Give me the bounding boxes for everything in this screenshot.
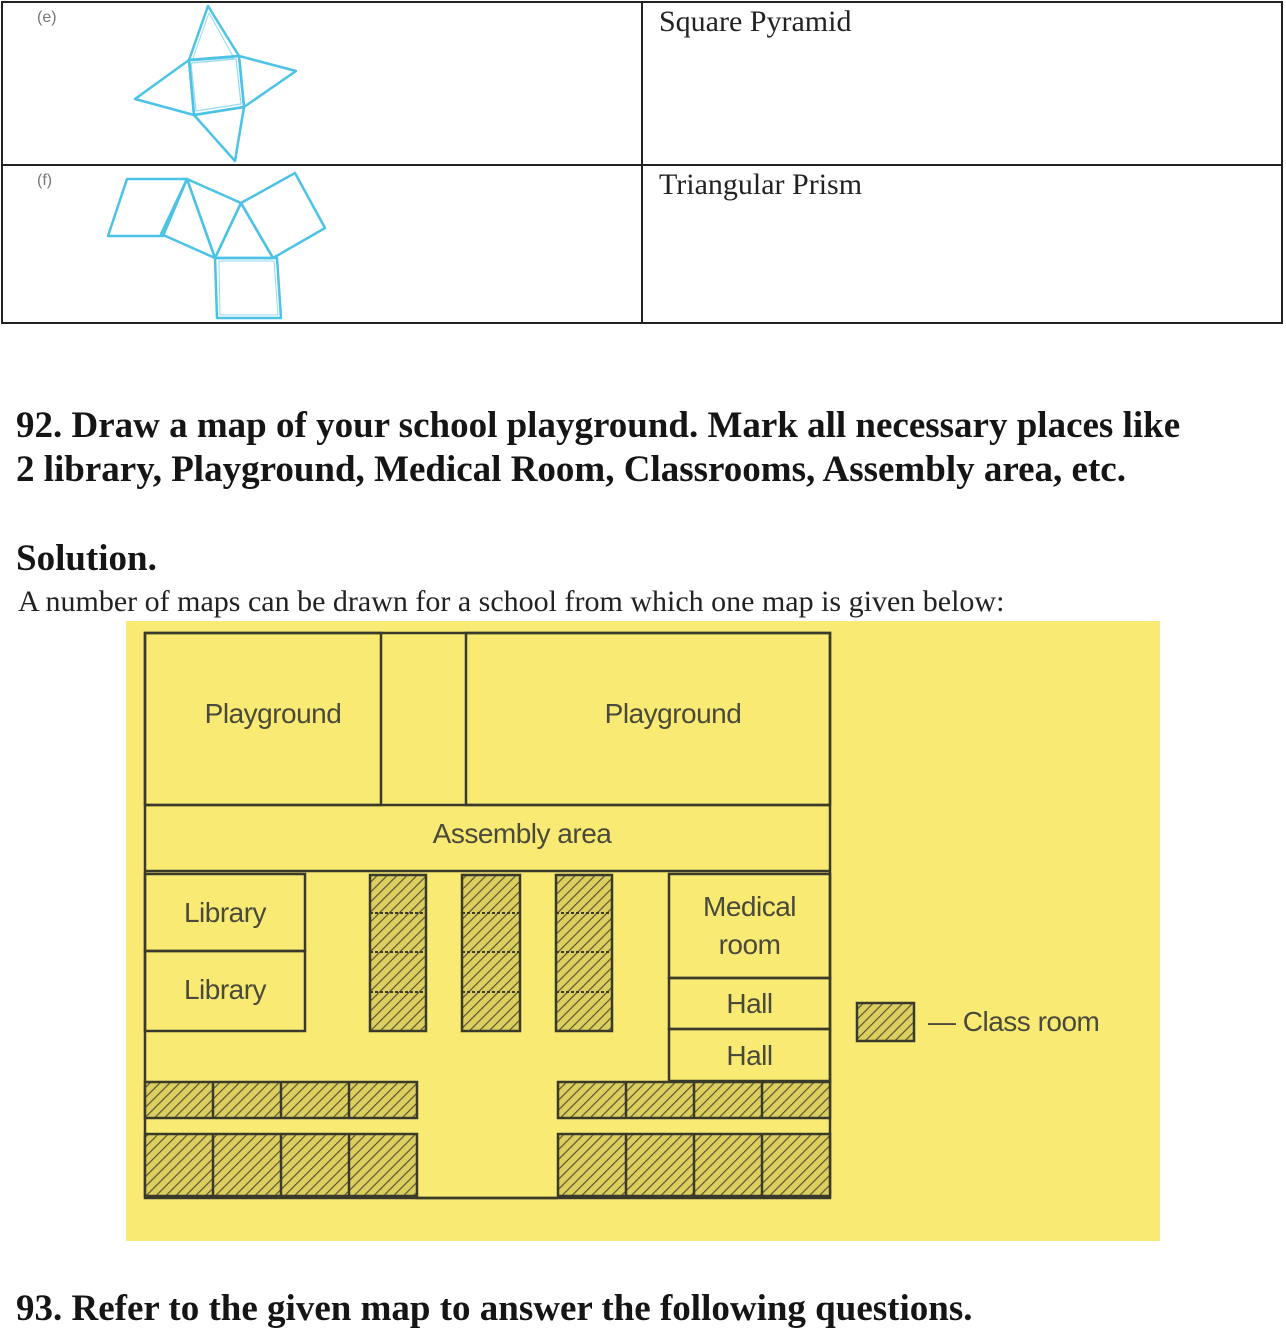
school-map-drawing xyxy=(143,631,916,1200)
shape-name: Square Pyramid xyxy=(659,5,852,38)
solution-title: Solution. xyxy=(16,538,157,579)
nets-table: (e) Square Pyramid (f) xyxy=(1,1,1283,324)
playground-right-label: Playground xyxy=(604,698,742,729)
table-row: (f) Triangular Prism xyxy=(3,166,1281,322)
medical-room-label: Medical room xyxy=(669,888,830,964)
classroom-column-2 xyxy=(460,873,522,1033)
assembly-area-label: Assembly area xyxy=(432,818,612,849)
shape-cell: Square Pyramid xyxy=(643,3,1281,164)
question-92-line1: 92. Draw a map of your school playground… xyxy=(16,405,1181,446)
classroom-legend-label: — Class room xyxy=(928,1006,1100,1037)
question-92: 92. Draw a map of your school playground… xyxy=(16,404,1180,492)
net-cell: (f) xyxy=(3,166,643,322)
shape-name: Triangular Prism xyxy=(659,168,863,201)
square-pyramid-net xyxy=(133,4,298,163)
medical-room-line1: Medical xyxy=(703,891,796,922)
question-92-line2: 2 library, Playground, Medical Room, Cla… xyxy=(16,449,1126,490)
solution-text: A number of maps can be drawn for a scho… xyxy=(18,585,1005,618)
triangular-prism-net xyxy=(106,171,327,320)
shape-cell: Triangular Prism xyxy=(643,166,1281,322)
hall-label: Hall xyxy=(726,988,773,1019)
question-93: 93. Refer to the given map to answer the… xyxy=(16,1288,973,1329)
library-label: Library xyxy=(183,974,267,1005)
medical-room-line2: room xyxy=(718,929,781,960)
row-label: (f) xyxy=(37,172,53,189)
classroom-legend-swatch xyxy=(855,1001,916,1043)
library-label: Library xyxy=(183,897,267,928)
net-cell: (e) xyxy=(3,3,643,164)
hall-label: Hall xyxy=(726,1040,773,1071)
row-label: (e) xyxy=(37,9,57,26)
table-row: (e) Square Pyramid xyxy=(3,3,1281,166)
playground-left-label: Playground xyxy=(204,698,342,729)
school-map: Playground Playground Assembly area Libr… xyxy=(126,621,1160,1241)
